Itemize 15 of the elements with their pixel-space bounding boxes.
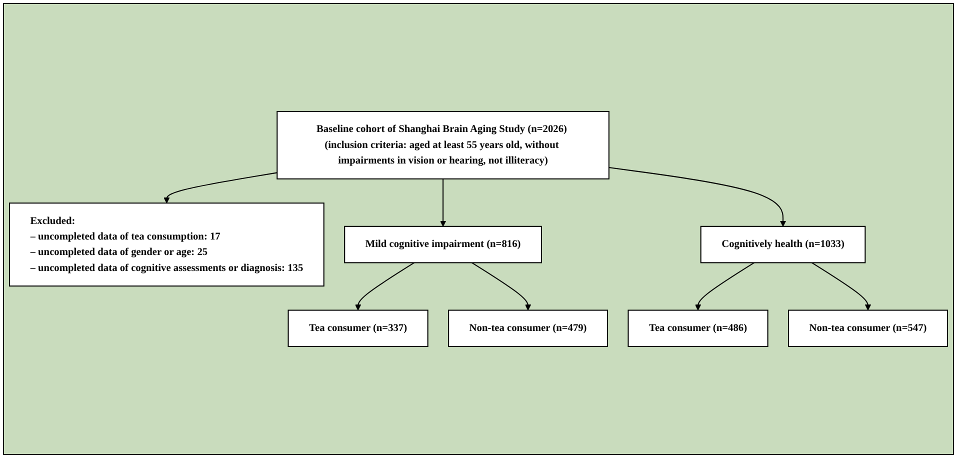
node-box: Cognitively health (n=1033) <box>700 226 866 264</box>
node-box: Non-tea consumer (n=547) <box>788 310 948 348</box>
arrow <box>812 262 872 310</box>
node-box: Baseline cohort of Shanghai Brain Aging Study (n=2026) (inclusion criteria: aged at least 55 years old, without impairments in vision or hearing, not illiteracy) <box>276 110 610 180</box>
node-box: Excluded: – uncompleted data of tea consumption: 17 – uncompleted data of gender or age: 25 – uncompleted data of cognitive assessments or diagnosis: 135 <box>9 202 324 287</box>
arrow <box>355 262 415 310</box>
arrow <box>472 262 532 310</box>
node-box: Non-tea consumer (n=479) <box>448 310 608 348</box>
arrow <box>694 262 754 310</box>
arrow <box>440 178 446 227</box>
node-box: Tea consumer (n=486) <box>628 310 768 348</box>
node-box: Tea consumer (n=337) <box>288 310 428 348</box>
node-box: Mild cognitive impairment (n=816) <box>344 226 542 264</box>
arrow <box>608 167 786 227</box>
arrow <box>164 172 278 204</box>
